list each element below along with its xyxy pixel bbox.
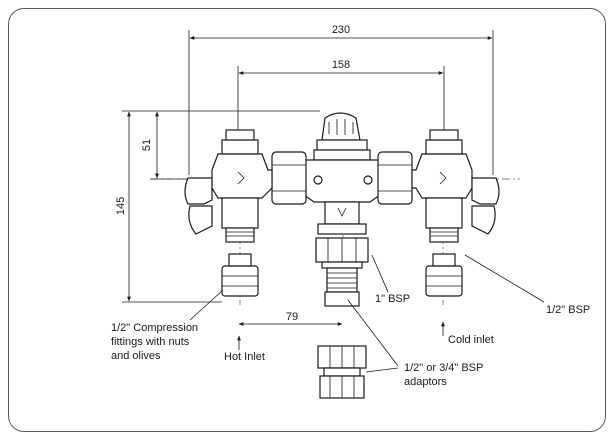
dim-label-230: 230 [332,24,350,36]
label-compression-line2: fittings with nuts [111,336,190,348]
dimension-inlet-spacing: 158 [237,59,445,140]
callout-leaders [189,254,545,373]
label-compression-line3: and olives [111,350,161,362]
dim-label-79: 79 [286,311,298,323]
label-hot-inlet: Hot Inlet [224,351,265,363]
label-half-bsp: 1/2" BSP [546,304,590,316]
dimension-overall-height: 145 [115,110,320,303]
label-1inch-bsp: 1" BSP [375,293,410,305]
dim-label-51: 51 [141,139,153,151]
dim-label-145: 145 [115,197,127,215]
dimension-top-height: 51 [141,111,215,180]
dim-label-158: 158 [332,59,350,71]
label-adaptors-line1: 1/2" or 3/4" BSP [404,362,483,374]
dimension-hot-offset: 79 [238,311,343,326]
diagram-frame [8,8,606,432]
label-compression-line1: 1/2" Compression [111,322,198,334]
label-cold-inlet: Cold inlet [448,334,494,346]
mixing-valve-drawing [184,112,500,399]
label-adaptors-line2: adaptors [404,376,447,388]
dimension-overall-width: 230 [188,24,494,175]
callout-labels: 1" BSP 1/2" BSP Cold inlet Hot Inlet 1/2… [111,293,590,388]
